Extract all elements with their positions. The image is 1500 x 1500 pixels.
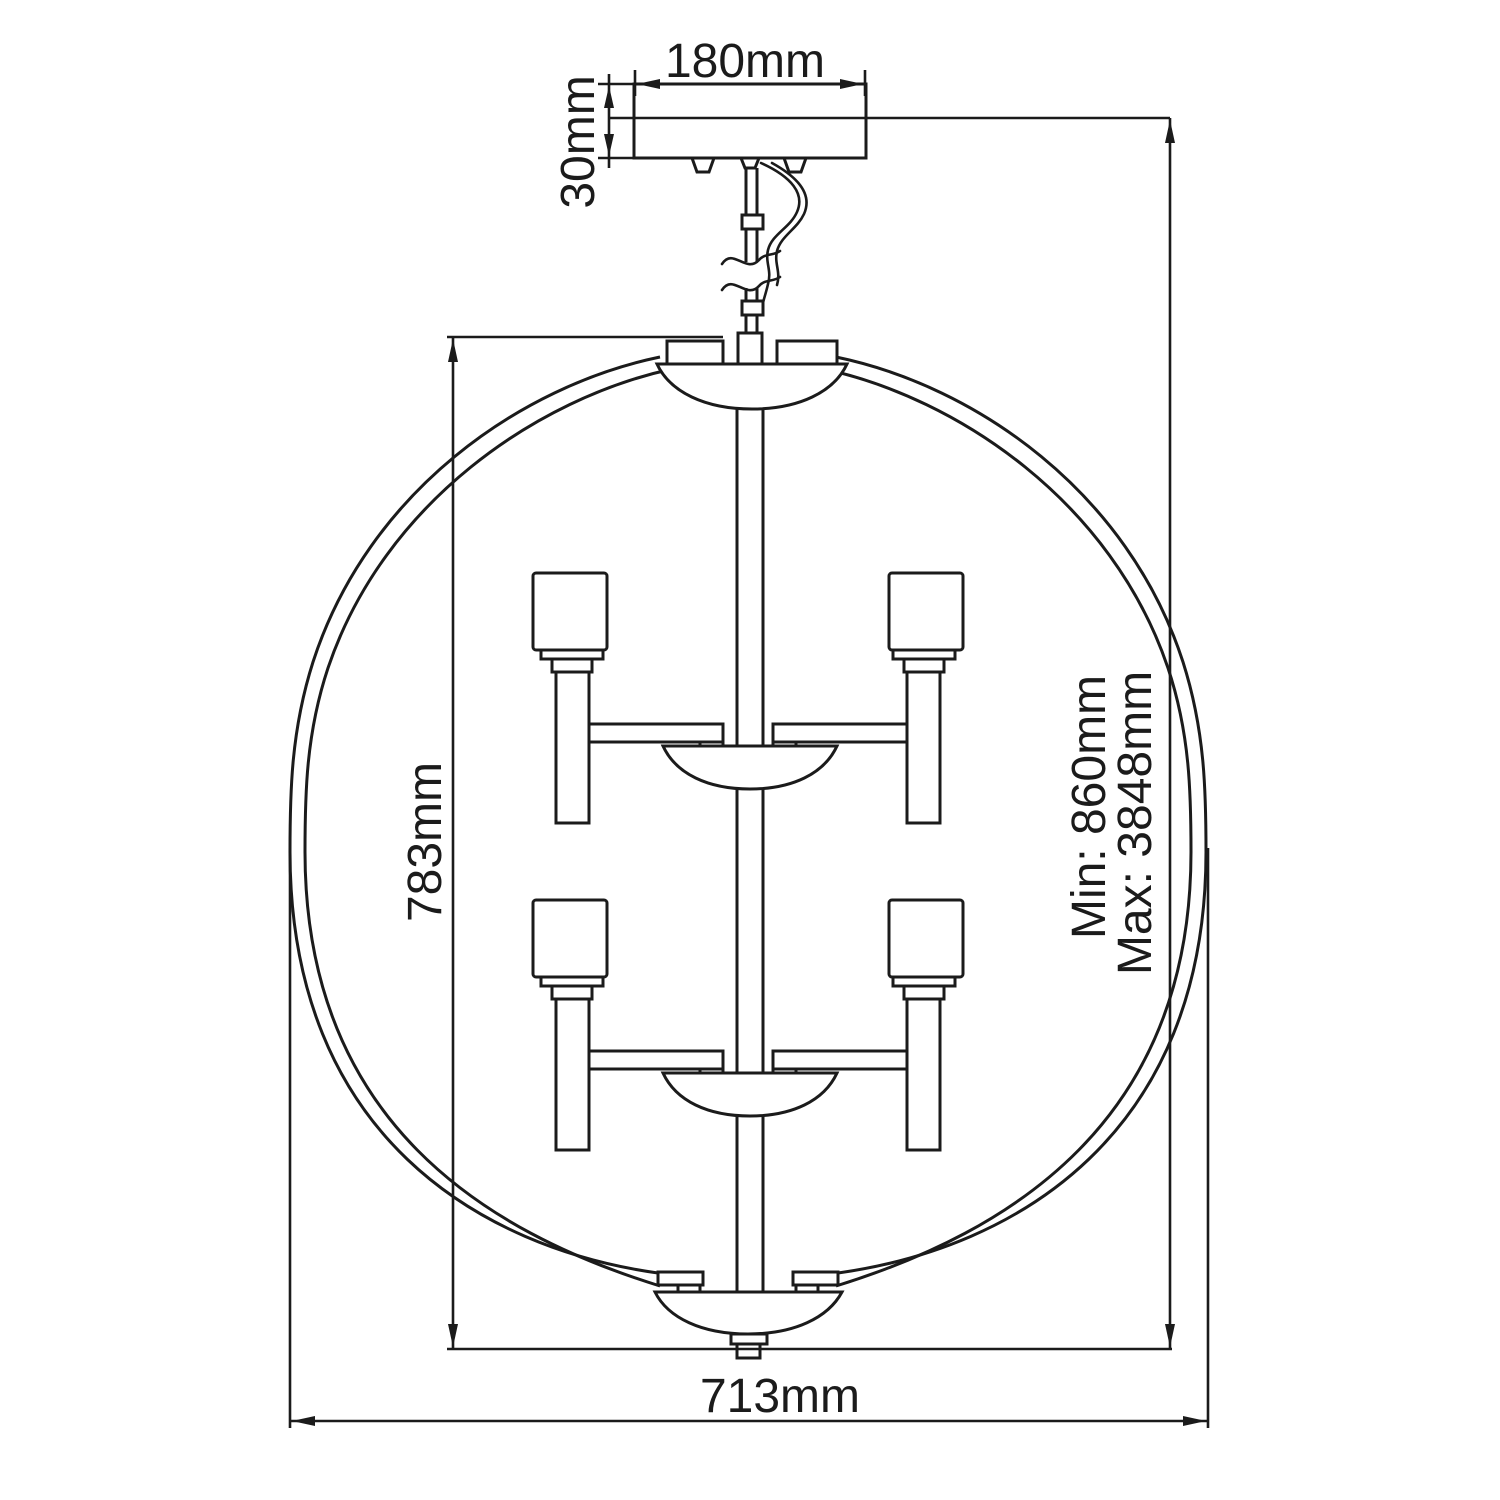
break-symbol (720, 275, 782, 292)
bottom-assembly (652, 1270, 845, 1360)
top-hub-block (736, 331, 764, 366)
label-body-height: 783mm (399, 762, 452, 922)
arrowhead (604, 134, 614, 156)
arrowhead (1183, 1416, 1206, 1426)
candle-tube (554, 997, 591, 1152)
lamp-shade (887, 898, 965, 979)
tier-bowl (660, 1071, 840, 1118)
canopy-stem-nut (738, 156, 762, 170)
arrowhead (292, 1416, 315, 1426)
dimension-labels: 180mm 30mm 783mm 713mm Min: 860mm Max: 3… (399, 35, 1162, 1423)
bottom-bowl (652, 1290, 845, 1336)
lamp-shade (531, 898, 609, 979)
arrowhead (448, 1324, 458, 1347)
candle-tube (905, 670, 942, 825)
candle-tube (905, 997, 942, 1152)
central-column (735, 409, 765, 1292)
canopy-foot-right (781, 156, 809, 174)
arm (771, 1049, 909, 1071)
power-cable (759, 161, 801, 305)
ring-outer-right (835, 355, 1208, 1275)
break-symbol (720, 249, 782, 266)
candle-tube (554, 670, 591, 825)
label-body-width: 713mm (700, 1370, 860, 1423)
tier-bowl (660, 744, 840, 791)
dimensions (288, 70, 1210, 1428)
arm (587, 722, 725, 744)
ring-outer-left (288, 355, 661, 1275)
top-plate-left (665, 339, 725, 366)
bottom-bracket-right (791, 1270, 840, 1287)
arrowhead (1165, 1324, 1175, 1347)
tier-upper (531, 571, 965, 825)
candle-collar (902, 984, 946, 1001)
arrowhead (840, 79, 863, 89)
arrowhead (604, 86, 614, 108)
suspension (720, 161, 808, 338)
ring-inner-left (303, 367, 673, 1288)
ceiling-canopy (608, 82, 1170, 174)
lamp-shade (887, 571, 965, 652)
canopy-foot-left (689, 156, 717, 174)
arrowhead (448, 339, 458, 362)
candle-collar (550, 984, 594, 1001)
canopy-plate (632, 82, 868, 160)
ring-inner-right (823, 367, 1193, 1288)
rod-connector (740, 299, 765, 317)
label-drop-min: Min: 860mm (1063, 675, 1116, 939)
arm (587, 1049, 725, 1071)
label-drop-max: Max: 3848mm (1109, 671, 1162, 975)
tier-lower (531, 898, 965, 1152)
finial-stem (735, 1342, 762, 1360)
rod-connector (740, 213, 765, 231)
label-canopy-width: 180mm (665, 35, 825, 88)
top-plate-right (775, 339, 839, 366)
top-hub (654, 331, 850, 411)
label-canopy-height: 30mm (552, 75, 605, 208)
candle-collar (902, 657, 946, 674)
power-cable (770, 161, 808, 287)
candle-collar (550, 657, 594, 674)
bottom-bracket-left (656, 1270, 705, 1287)
lamp-shade (531, 571, 609, 652)
arrowhead (637, 79, 660, 89)
arm (771, 722, 909, 744)
arrowhead (1165, 120, 1175, 143)
top-dome (654, 362, 850, 411)
